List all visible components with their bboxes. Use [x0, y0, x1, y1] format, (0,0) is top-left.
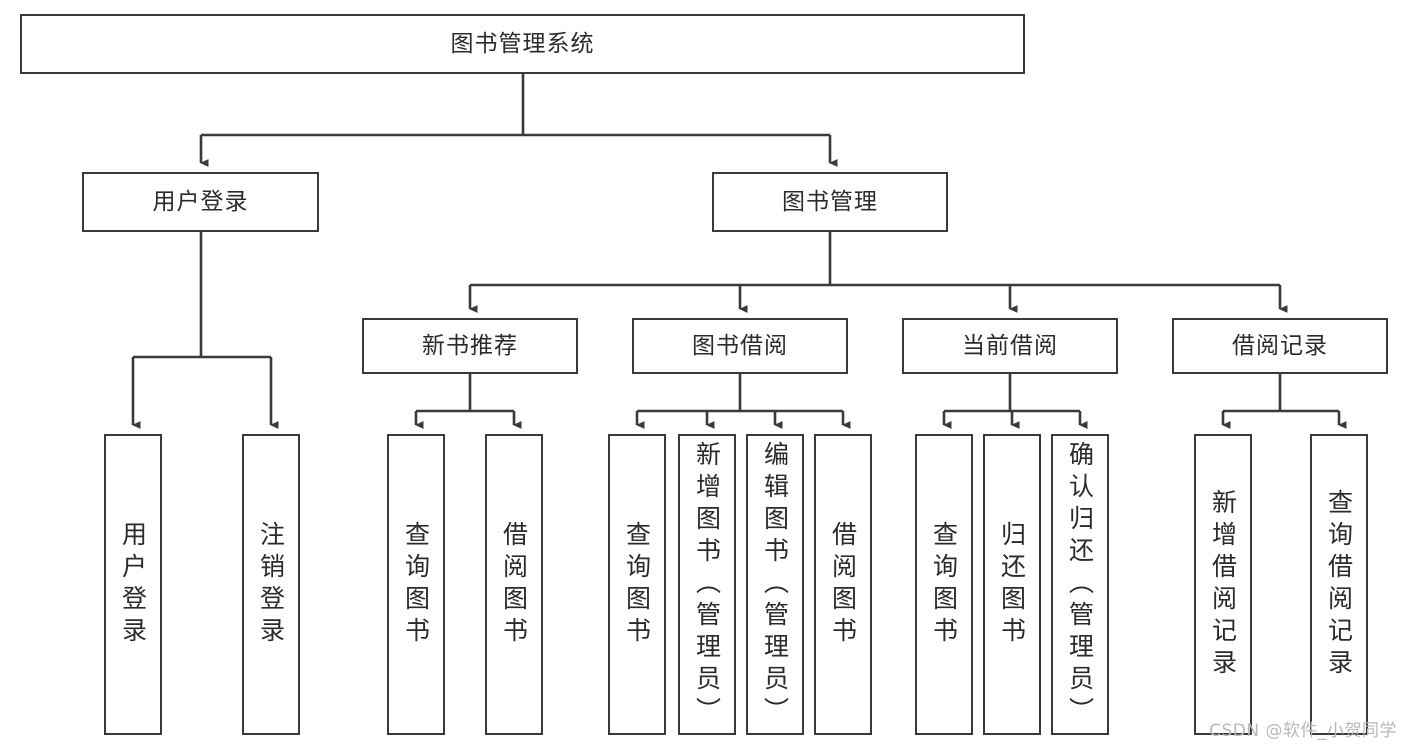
node-label: 图书管理系统	[450, 30, 595, 57]
node-label: 注销登录	[256, 520, 286, 649]
node-leaf-query-record[interactable]: 查询借阅记录	[1310, 434, 1368, 735]
node-leaf-user-login[interactable]: 用户登录	[104, 434, 162, 735]
node-label: 查询图书	[622, 520, 652, 649]
node-label: 用户登录	[152, 188, 249, 215]
node-borrow-record[interactable]: 借阅记录	[1172, 318, 1388, 374]
node-leaf-add-book[interactable]: 新增图书（管理员）	[678, 434, 736, 735]
node-leaf-user-logout[interactable]: 注销登录	[242, 434, 300, 735]
node-current-borrow[interactable]: 当前借阅	[902, 318, 1118, 374]
node-leaf-borrow-book-2[interactable]: 借阅图书	[814, 434, 872, 735]
node-root[interactable]: 图书管理系统	[20, 14, 1025, 74]
node-label: 借阅图书	[828, 520, 858, 649]
node-user-login[interactable]: 用户登录	[82, 172, 319, 232]
node-book-borrow[interactable]: 图书借阅	[632, 318, 848, 374]
node-leaf-return-book[interactable]: 归还图书	[983, 434, 1041, 735]
node-leaf-edit-book[interactable]: 编辑图书（管理员）	[746, 434, 804, 735]
node-label: 确认归还（管理员）	[1065, 440, 1095, 729]
watermark-text: CSDN @软件_小贺同学	[1209, 721, 1397, 741]
node-label: 归还图书	[997, 520, 1027, 649]
node-label: 当前借阅	[962, 332, 1058, 359]
node-label: 查询图书	[929, 520, 959, 649]
node-label: 图书管理	[782, 188, 878, 215]
node-book-manage[interactable]: 图书管理	[712, 172, 948, 232]
node-label: 图书借阅	[692, 332, 788, 359]
node-leaf-query-book-3[interactable]: 查询图书	[915, 434, 973, 735]
node-leaf-add-record[interactable]: 新增借阅记录	[1194, 434, 1252, 735]
node-leaf-borrow-book-1[interactable]: 借阅图书	[485, 434, 543, 735]
edge-paths	[131, 74, 1347, 429]
node-label: 编辑图书（管理员）	[760, 440, 790, 729]
node-new-book-rec[interactable]: 新书推荐	[362, 318, 578, 374]
node-label: 新增图书（管理员）	[692, 440, 722, 729]
node-label: 借阅记录	[1232, 332, 1328, 359]
node-label: 查询借阅记录	[1324, 488, 1354, 681]
node-label: 新增借阅记录	[1208, 488, 1238, 681]
node-leaf-query-book-2[interactable]: 查询图书	[608, 434, 666, 735]
node-label: 借阅图书	[499, 520, 529, 649]
node-leaf-query-book-1[interactable]: 查询图书	[387, 434, 445, 735]
node-label: 查询图书	[401, 520, 431, 649]
node-label: 新书推荐	[422, 332, 518, 359]
node-leaf-confirm-return[interactable]: 确认归还（管理员）	[1051, 434, 1109, 735]
node-label: 用户登录	[118, 520, 148, 649]
